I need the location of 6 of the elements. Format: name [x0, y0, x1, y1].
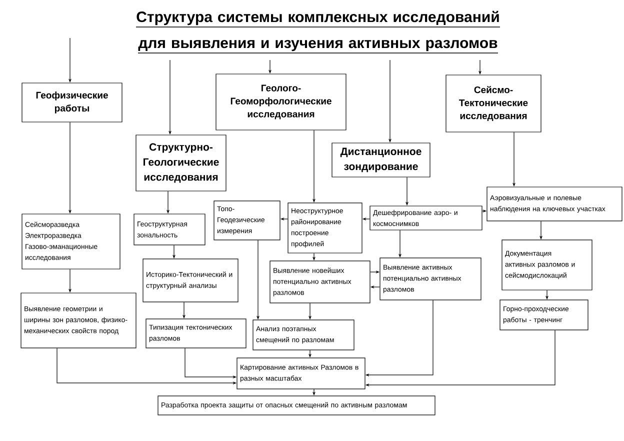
heading-box: Сейсмо-Тектонические исследования [446, 74, 542, 132]
heading-box: Геофизические работы [22, 82, 122, 122]
title: Структура системы комплексных исследований для выявления и изучения активных разломов [136, 10, 500, 54]
heading-box: Дистанционное зондирование [332, 142, 430, 178]
heading-box: Структурно-Геологические исследования [136, 134, 226, 192]
heading-box: Геолого-Геоморфологические исследования [216, 74, 346, 130]
